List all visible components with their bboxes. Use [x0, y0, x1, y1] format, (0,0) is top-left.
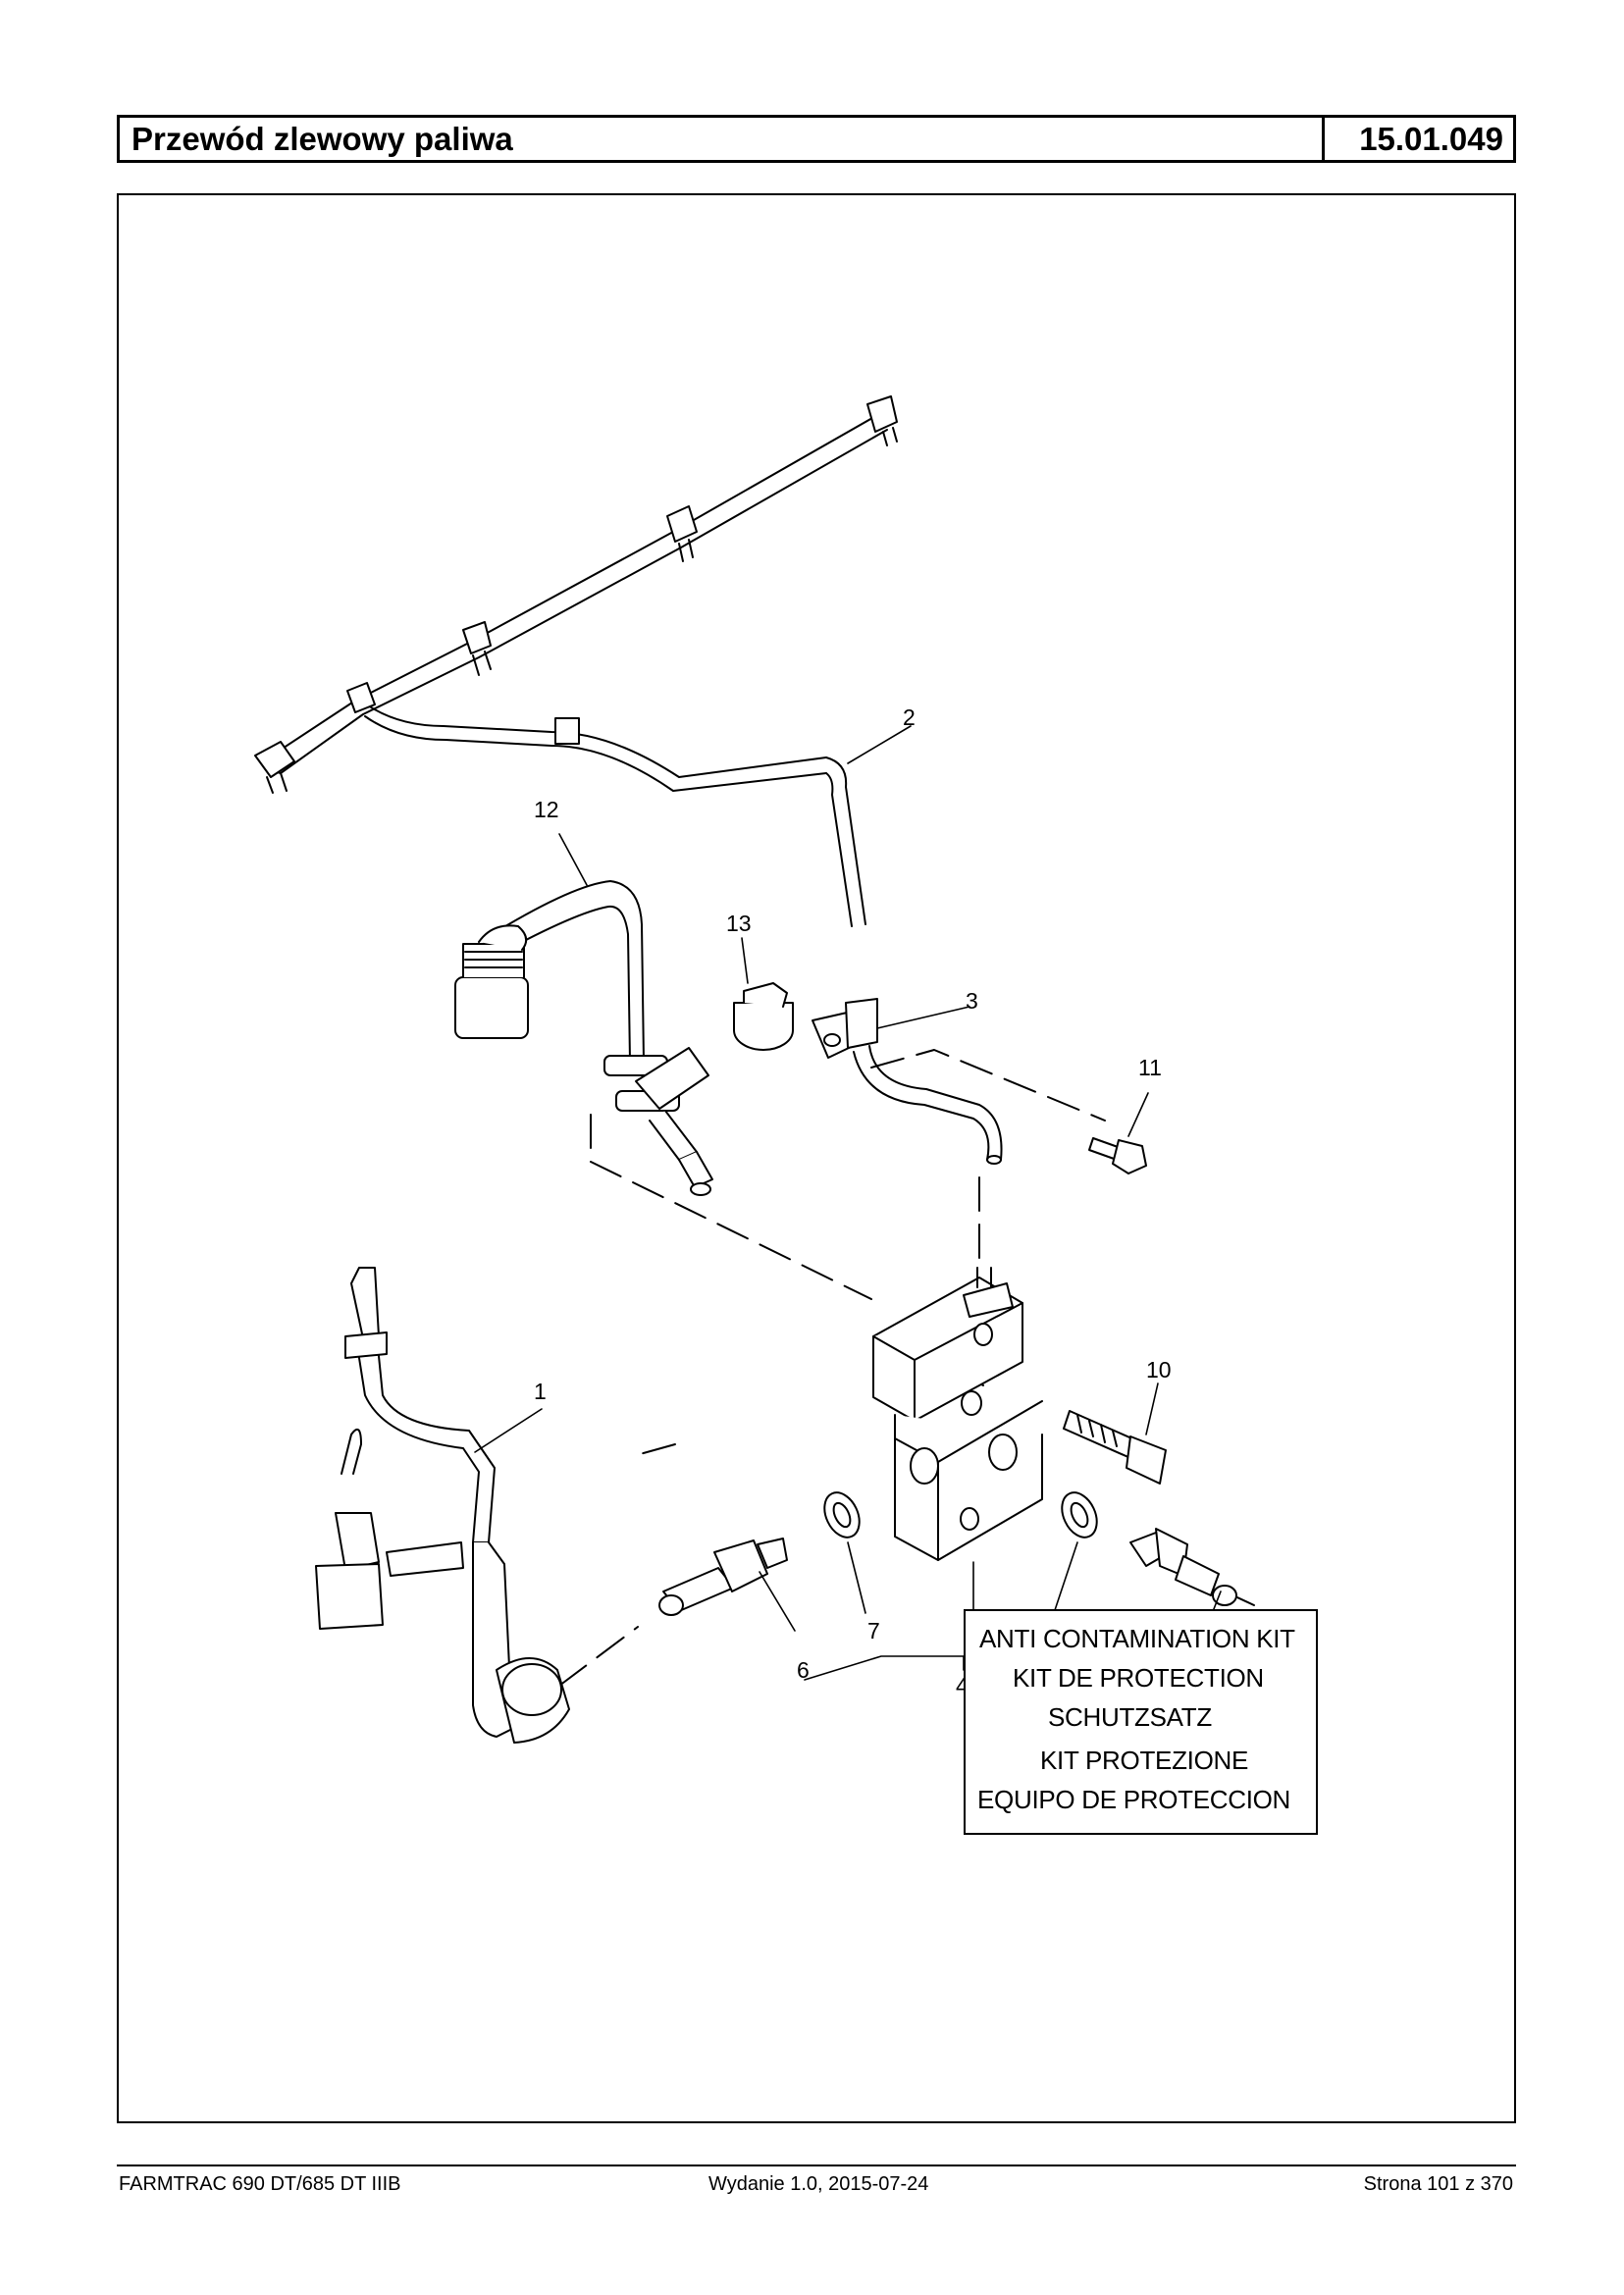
callout-1: 1	[534, 1379, 547, 1404]
sealing-washer-seven	[823, 1491, 861, 1539]
kit-line-fr: KIT DE PROTECTION	[1013, 1663, 1264, 1693]
callout-numbers: 2 12 13 3 11 10 1 7 5 9 6 8 4 14	[534, 704, 1272, 1753]
kit-line-de: SCHUTZSATZ	[1048, 1702, 1212, 1732]
kit-line-en: ANTI CONTAMINATION KIT	[979, 1624, 1295, 1653]
footer-model: FARMTRAC 690 DT/685 DT IIIB	[119, 2173, 401, 2195]
header-bar: Przewód zlewowy paliwa 15.01.049	[117, 115, 1516, 163]
footer-rule	[117, 2165, 1516, 2166]
valve-block	[872, 1267, 1043, 1561]
footer-edition: Wydanie 1.0, 2015-07-24	[708, 2173, 929, 2195]
assembly-leaders	[558, 1049, 1255, 1687]
return-rail-hose	[265, 413, 888, 927]
bolt-ten	[1063, 1410, 1167, 1485]
sealing-washer-nine	[1061, 1491, 1098, 1539]
callout-13: 13	[726, 911, 752, 936]
section-code: 15.01.049	[1359, 121, 1503, 157]
callout-3: 3	[966, 988, 978, 1014]
callout-12: 12	[534, 797, 559, 822]
anti-contamination-kit-box: ANTI CONTAMINATION KIT KIT DE PROTECTION…	[964, 1609, 1318, 1835]
callout-6: 6	[797, 1657, 810, 1683]
hose-twelve	[454, 880, 713, 1196]
callout-10: 10	[1146, 1357, 1172, 1382]
exploded-view-drawing: 2 12 13 3 11 10 1 7 5 9 6 8 4 14	[254, 395, 1272, 1781]
callout-7: 7	[867, 1618, 880, 1643]
hose-one	[315, 1267, 570, 1744]
rail-connectors	[254, 395, 898, 794]
kit-line-it: KIT PROTEZIONE	[1040, 1746, 1249, 1775]
bolt-eleven	[1088, 1137, 1147, 1174]
fitting-eight	[1129, 1528, 1237, 1606]
fitting-six	[658, 1538, 788, 1616]
banjo-bolt-thirteen	[733, 982, 794, 1051]
page-title: Przewód zlewowy paliwa	[120, 118, 1325, 160]
drawing-frame: 2 12 13 3 11 10 1 7 5 9 6 8 4 14	[117, 193, 1516, 2123]
callout-2: 2	[903, 704, 916, 730]
callout-11: 11	[1138, 1055, 1162, 1080]
kit-line-es: EQUIPO DE PROTECCION	[977, 1785, 1291, 1814]
footer-page-number: Strona 101 z 370	[1363, 2173, 1513, 2195]
hose-clamp-part	[812, 998, 878, 1059]
